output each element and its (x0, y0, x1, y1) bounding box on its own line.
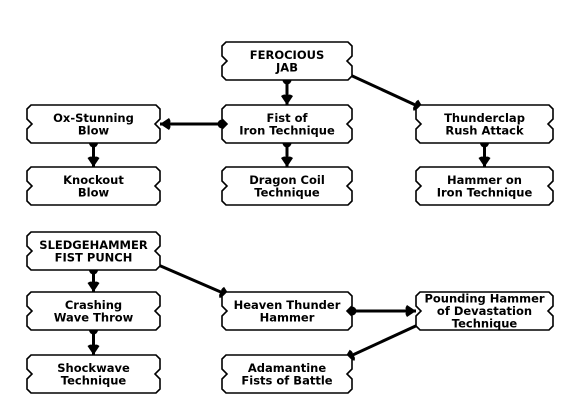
skill-node-label: Adamantine (248, 361, 326, 375)
skill-node-frame (221, 104, 353, 144)
connector-arrowhead (478, 156, 491, 167)
skill-node-label: Technique (254, 185, 320, 199)
skill-node-label: Dragon Coil (249, 173, 325, 187)
skill-node-frame (221, 354, 353, 394)
connector-pounding-hammer-to-adamantine-fists (343, 322, 421, 361)
skill-node-label: SLEDGEHAMMER (39, 238, 148, 252)
skill-node-label: Iron Technique (239, 123, 335, 137)
skill-node-label: Wave Throw (54, 310, 134, 324)
skill-node-label: Shockwave (57, 361, 130, 375)
skill-node-frame (415, 104, 554, 144)
skill-node-label: FIST PUNCH (55, 250, 133, 264)
skill-node-frame (415, 291, 554, 331)
connector-arrowhead (281, 156, 293, 167)
skill-node-label: Heaven Thunder (234, 298, 341, 312)
skill-node-frame (221, 41, 353, 81)
skill-node-label: JAB (275, 60, 298, 74)
connector-sledgehammer-fist-to-heaven-thunder (155, 262, 231, 298)
skill-node-label: Ox-Stunning (53, 111, 134, 125)
skill-node-frame (221, 291, 353, 331)
connector-arrowhead (87, 344, 100, 355)
connector-ferocious-jab-to-thunderclap-rush (347, 72, 425, 111)
connector-arrowhead (281, 94, 293, 105)
connector-arrowhead (405, 305, 416, 317)
skill-node-label: Technique (61, 373, 127, 387)
skill-node-label: Hammer (260, 310, 315, 324)
connector-arrowhead (87, 281, 100, 292)
skill-node-label: Crashing (65, 298, 122, 312)
skill-node-label: of Devastation (437, 304, 532, 318)
skill-node-frame (26, 231, 161, 271)
skill-node-label: Fist of (266, 111, 308, 125)
skill-node-label: FEROCIOUS (250, 48, 324, 62)
skill-node-frame (26, 166, 161, 206)
skill-node-label: Rush Attack (445, 123, 524, 137)
skill-node-frame (26, 291, 161, 331)
connector-arrowhead (87, 156, 100, 167)
skill-node-label: Pounding Hammer (424, 292, 544, 306)
skill-node-label: Technique (452, 317, 518, 331)
skill-node-label: Knockout (63, 173, 124, 187)
skill-node-label: Iron Technique (437, 185, 533, 199)
skill-node-frame (26, 104, 161, 144)
skill-node-frame (221, 166, 353, 206)
skill-node-label: Thunderclap (444, 111, 525, 125)
skill-node-label: Hammer on (447, 173, 522, 187)
skill-node-frame (415, 166, 554, 206)
skill-node-label: Fists of Battle (241, 373, 332, 387)
connector-arrowhead (160, 118, 171, 130)
skill-node-label: Blow (78, 185, 110, 199)
skill-node-frame (26, 354, 161, 394)
skill-node-label: Blow (78, 123, 110, 137)
